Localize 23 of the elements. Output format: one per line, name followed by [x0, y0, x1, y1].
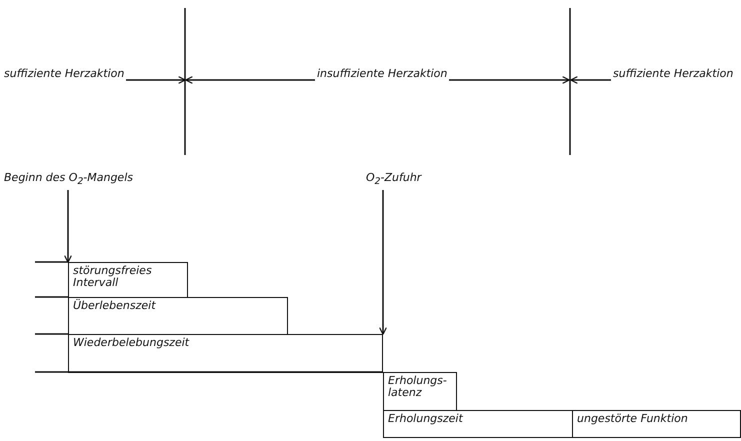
event-label: Beginn des O$_{2}$-Mangels: [4, 172, 133, 188]
phase-label: suffiziente Herzaktion: [613, 68, 734, 80]
time-bar: [68, 334, 383, 373]
arrow: [64, 190, 72, 263]
bar-label: Überlebenszeit: [73, 300, 157, 312]
arrow: [378, 190, 388, 335]
bar-label: Erholungs- latenz: [388, 375, 448, 399]
time-bar: [572, 410, 741, 438]
arrow: [185, 76, 315, 84]
bar-label: Wiederbelebungszeit: [73, 337, 190, 349]
phase-label: insuffiziente Herzaktion: [317, 68, 448, 80]
bar-label: ungestörte Funktion: [577, 413, 689, 425]
bar-label: Erholungszeit: [388, 413, 464, 425]
event-label: O$_{2}$-Zufuhr: [366, 172, 422, 188]
bar-label: störungsfreies Intervall: [73, 265, 153, 289]
time-bar: [383, 372, 457, 411]
arrow: [449, 76, 570, 84]
time-bar: [68, 262, 188, 298]
time-bar: [68, 297, 288, 335]
arrow: [570, 76, 611, 84]
arrow: [126, 76, 186, 84]
phase-label: suffiziente Herzaktion: [4, 68, 124, 80]
time-bar: [383, 410, 573, 438]
